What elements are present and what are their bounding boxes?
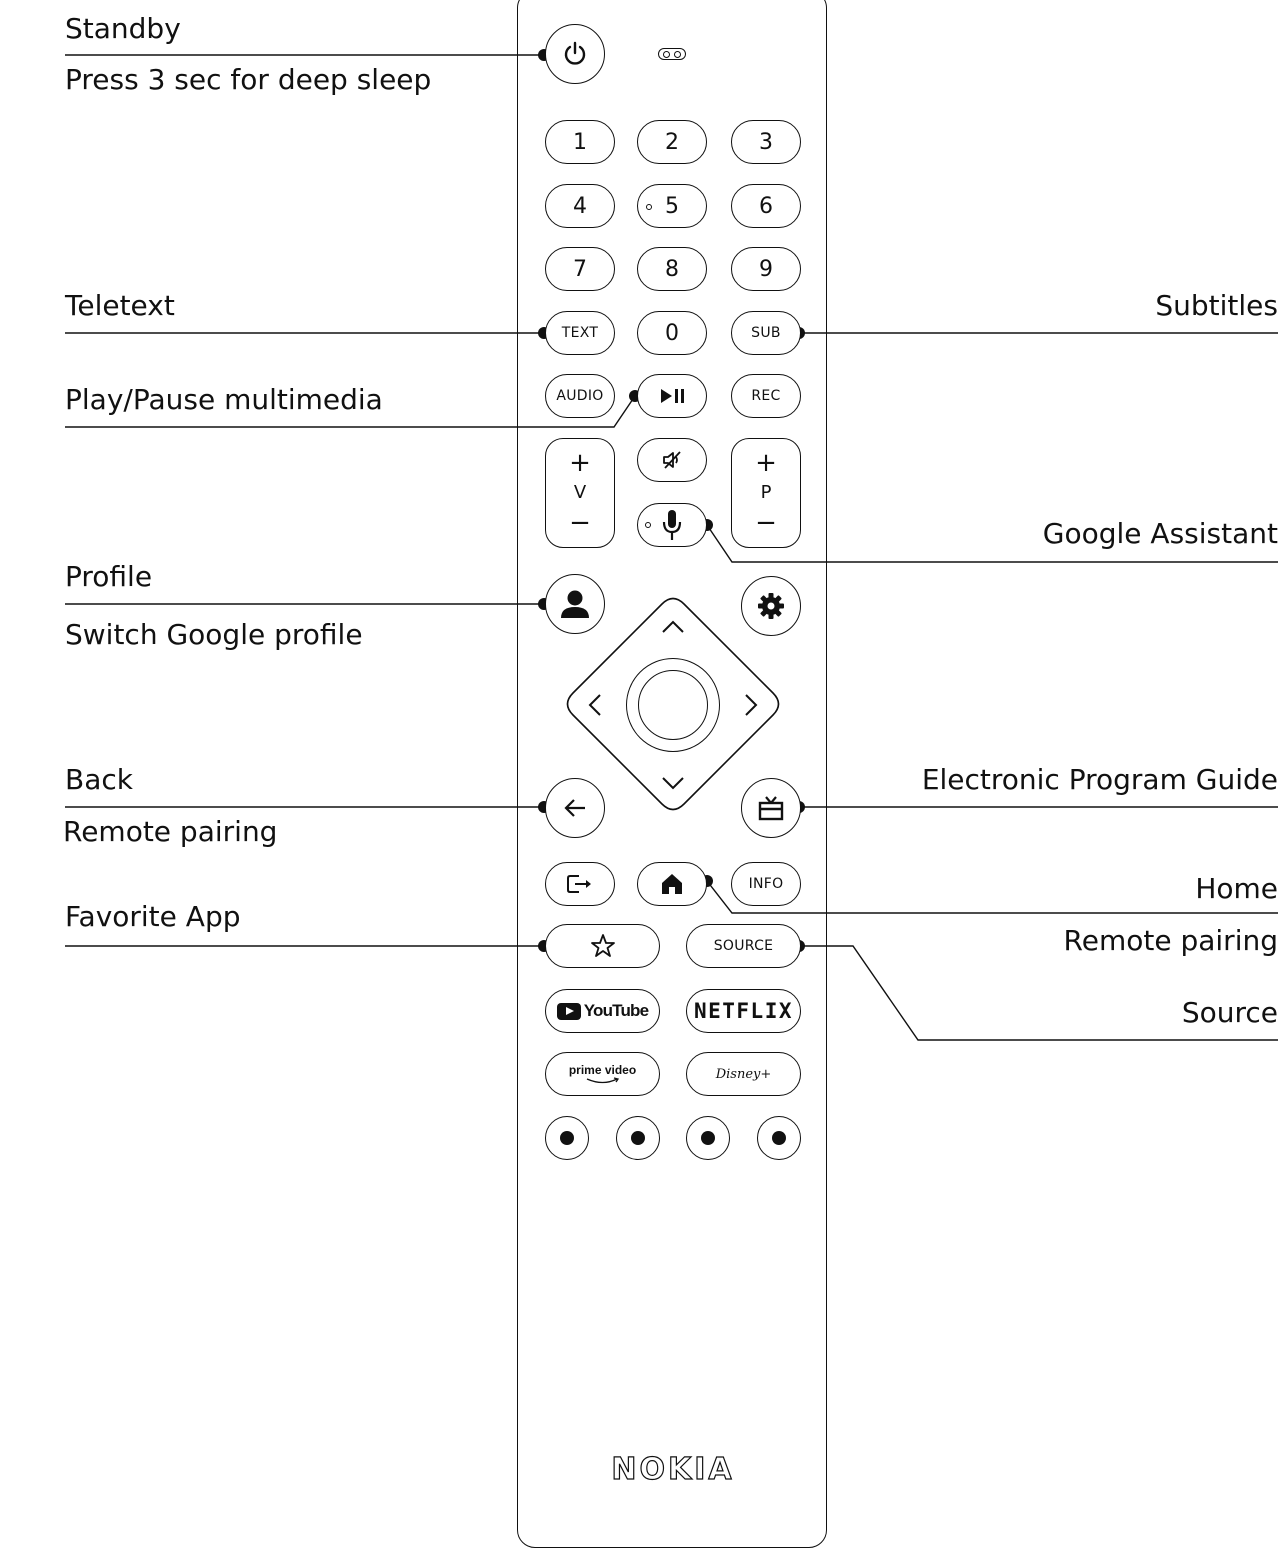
brand-logo: NOKIA xyxy=(611,1451,735,1487)
prime-video-label: prime video xyxy=(568,1062,637,1077)
microphone-icon xyxy=(662,510,682,540)
key-8[interactable]: 8 xyxy=(637,247,707,291)
back-arrow-icon xyxy=(564,799,585,817)
info-button[interactable]: INFO xyxy=(731,862,801,906)
volume-down[interactable]: − xyxy=(569,507,591,538)
key-1[interactable]: 1 xyxy=(545,120,615,164)
label-back: Back xyxy=(65,763,133,796)
arrow-up-icon xyxy=(662,620,684,633)
dpad-up-button[interactable] xyxy=(658,612,688,642)
ir-window-icon xyxy=(658,48,686,60)
program-up[interactable]: + xyxy=(755,448,777,479)
text-button[interactable]: TEXT xyxy=(545,311,615,355)
remote-control-body xyxy=(517,0,827,1548)
program-rocker[interactable]: + P − xyxy=(731,438,801,548)
dot-icon xyxy=(772,1131,786,1145)
label-profile: Profile xyxy=(65,560,153,593)
label-play-pause: Play/Pause multimedia xyxy=(65,383,383,416)
arrow-left-icon xyxy=(588,694,601,716)
mute-icon xyxy=(663,451,681,469)
label-source: Source xyxy=(1181,996,1278,1029)
dpad-left-button[interactable] xyxy=(580,690,610,720)
dot-icon xyxy=(560,1131,574,1145)
disney-plus-button[interactable]: Disney+ xyxy=(686,1052,801,1096)
color-key-2[interactable] xyxy=(616,1116,660,1160)
rec-button[interactable]: REC xyxy=(731,374,801,418)
program-down[interactable]: − xyxy=(755,507,777,538)
back-button[interactable] xyxy=(545,778,605,838)
subtitles-button[interactable]: SUB xyxy=(731,311,801,355)
label-epg: Electronic Program Guide xyxy=(921,763,1278,796)
key-3[interactable]: 3 xyxy=(731,120,801,164)
volume-label: V xyxy=(573,482,587,504)
key-6[interactable]: 6 xyxy=(731,184,801,228)
user-icon xyxy=(561,590,589,618)
arrow-right-icon xyxy=(745,694,758,716)
tv-guide-icon xyxy=(758,796,784,821)
label-google-assistant: Google Assistant xyxy=(1042,517,1278,550)
prime-smile-icon xyxy=(586,1076,619,1083)
source-button[interactable]: SOURCE xyxy=(686,924,801,968)
settings-button[interactable] xyxy=(741,576,801,636)
audio-button[interactable]: AUDIO xyxy=(545,374,615,418)
key-5[interactable]: 5 xyxy=(637,184,707,228)
mute-button[interactable] xyxy=(637,438,707,482)
arrow-down-icon xyxy=(662,777,684,790)
label-deep-sleep: Press 3 sec for deep sleep xyxy=(65,63,432,96)
tactile-dot xyxy=(646,204,652,210)
prime-video-button[interactable]: prime video xyxy=(545,1052,660,1096)
key-9[interactable]: 9 xyxy=(731,247,801,291)
label-home: Home xyxy=(1195,872,1278,905)
youtube-label: YouTube xyxy=(583,1001,649,1020)
ok-button[interactable] xyxy=(638,670,708,740)
profile-button[interactable] xyxy=(545,574,605,634)
color-key-1[interactable] xyxy=(545,1116,589,1160)
tactile-dot xyxy=(645,522,651,528)
gear-icon xyxy=(758,593,784,619)
epg-button[interactable] xyxy=(741,778,801,838)
power-icon xyxy=(564,41,586,65)
key-0[interactable]: 0 xyxy=(637,311,707,355)
program-label: P xyxy=(760,482,772,504)
volume-up[interactable]: + xyxy=(569,448,591,479)
youtube-play-icon xyxy=(556,1002,581,1020)
color-key-3[interactable] xyxy=(686,1116,730,1160)
label-favorite-app: Favorite App xyxy=(65,900,241,933)
favorite-app-button[interactable] xyxy=(545,924,660,968)
standby-button[interactable] xyxy=(545,24,605,84)
dot-icon xyxy=(631,1131,645,1145)
star-icon xyxy=(590,934,615,957)
dpad-down-button[interactable] xyxy=(658,768,688,798)
home-icon xyxy=(662,874,682,894)
exit-button[interactable] xyxy=(545,862,615,906)
color-key-4[interactable] xyxy=(757,1116,801,1160)
youtube-button[interactable]: YouTube xyxy=(545,989,660,1033)
netflix-button[interactable]: NETFLIX xyxy=(686,989,801,1033)
dpad-right-button[interactable] xyxy=(736,690,766,720)
play-pause-icon xyxy=(661,389,684,403)
key-7[interactable]: 7 xyxy=(545,247,615,291)
key-4[interactable]: 4 xyxy=(545,184,615,228)
volume-rocker[interactable]: + V − xyxy=(545,438,615,548)
home-button[interactable] xyxy=(637,862,707,906)
label-remote-pairing-right: Remote pairing xyxy=(1063,924,1278,957)
dot-icon xyxy=(701,1131,715,1145)
disney-plus-label: Disney+ xyxy=(715,1066,772,1082)
label-subtitles: Subtitles xyxy=(1155,289,1278,322)
label-teletext: Teletext xyxy=(65,289,175,322)
exit-icon xyxy=(567,875,591,893)
key-2[interactable]: 2 xyxy=(637,120,707,164)
label-switch-profile: Switch Google profile xyxy=(65,618,363,651)
play-pause-button[interactable] xyxy=(637,374,707,418)
label-remote-pairing-left: Remote pairing xyxy=(63,815,278,848)
label-standby: Standby xyxy=(65,12,181,45)
